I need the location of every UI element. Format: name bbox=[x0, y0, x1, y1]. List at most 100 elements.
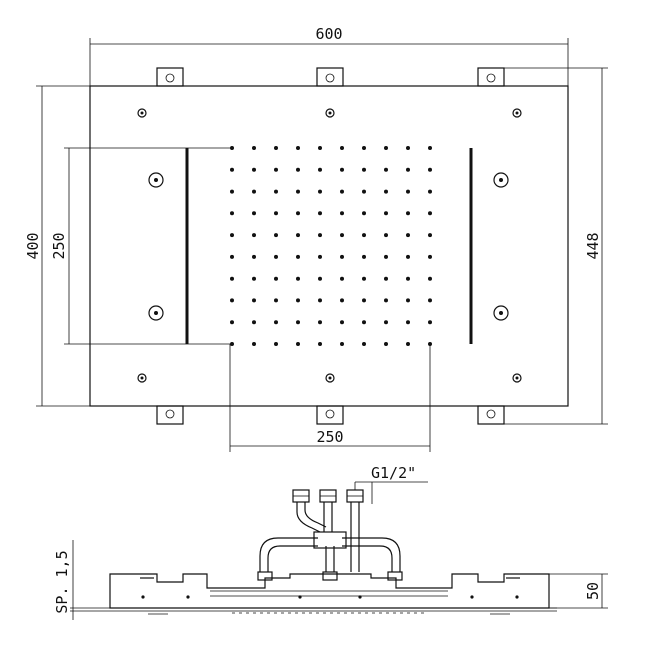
nozzle-dot bbox=[274, 298, 278, 303]
nozzle-dot bbox=[428, 298, 432, 303]
nozzle-dot bbox=[296, 320, 300, 325]
nozzle-dot bbox=[340, 211, 344, 216]
dim-width-label: 600 bbox=[315, 25, 342, 43]
nozzle-dot bbox=[274, 233, 278, 238]
nozzle-dot bbox=[274, 146, 278, 150]
nozzle-dot bbox=[362, 320, 366, 325]
light-fittings bbox=[148, 172, 509, 321]
nozzle-dot bbox=[340, 320, 344, 325]
nozzle-dot bbox=[252, 254, 256, 259]
dim-height-overall-label: 448 bbox=[584, 232, 602, 259]
nozzle-dot bbox=[340, 276, 344, 281]
nozzle-dot bbox=[406, 233, 410, 238]
nozzle-dot bbox=[406, 167, 410, 172]
dim-thickness: SP. 1,5 bbox=[53, 540, 102, 620]
nozzle-dot bbox=[384, 342, 388, 346]
nozzle-dot bbox=[318, 189, 322, 194]
plate-outline bbox=[89, 85, 569, 407]
nozzle-dot bbox=[318, 233, 322, 238]
nozzle-dot bbox=[384, 146, 388, 150]
nozzle-dot bbox=[230, 298, 234, 303]
nozzle-dot bbox=[406, 342, 410, 346]
nozzle-dot bbox=[274, 320, 278, 325]
nozzle-dot bbox=[428, 167, 432, 172]
side-plate-body bbox=[109, 573, 550, 609]
nozzle-dot bbox=[252, 320, 256, 325]
dim-height-label: 400 bbox=[24, 232, 42, 259]
nozzle-dot bbox=[252, 233, 256, 238]
nozzle-dot bbox=[252, 298, 256, 303]
nozzle-dot bbox=[296, 298, 300, 303]
nozzle-dot bbox=[362, 342, 366, 346]
nozzle-dot bbox=[274, 211, 278, 216]
mounting-brackets-top bbox=[156, 67, 505, 87]
dim-nozzle-height-label: 250 bbox=[50, 232, 68, 259]
nozzle-dot bbox=[230, 320, 234, 325]
nozzle-dot bbox=[340, 189, 344, 194]
nozzle-dot bbox=[318, 254, 322, 259]
nozzle-dot bbox=[318, 276, 322, 281]
nozzle-dot bbox=[252, 211, 256, 216]
nozzle-dot bbox=[428, 211, 432, 216]
nozzle-dot bbox=[274, 189, 278, 194]
nozzle-dot bbox=[428, 233, 432, 238]
nozzle-dot bbox=[384, 211, 388, 216]
nozzle-dot bbox=[340, 342, 344, 346]
side-nozzles bbox=[148, 612, 510, 615]
nozzle-dot bbox=[406, 189, 410, 194]
nozzle-dot bbox=[296, 276, 300, 281]
nozzle-dot bbox=[406, 320, 410, 325]
nozzle-dot bbox=[406, 211, 410, 216]
nozzle-dot bbox=[362, 146, 366, 150]
nozzle-dot bbox=[318, 167, 322, 172]
nozzle-dot bbox=[384, 320, 388, 325]
nozzle-grid bbox=[230, 146, 432, 346]
nozzle-dot bbox=[230, 211, 234, 216]
nozzle-dot bbox=[296, 211, 300, 216]
nozzle-dot bbox=[362, 189, 366, 194]
nozzle-dot bbox=[406, 298, 410, 303]
nozzle-dot bbox=[230, 276, 234, 281]
dim-depth: 50 bbox=[549, 573, 608, 609]
nozzle-dot bbox=[252, 276, 256, 281]
nozzle-dot bbox=[406, 276, 410, 281]
nozzle-dot bbox=[230, 189, 234, 194]
nozzle-dot bbox=[428, 276, 432, 281]
mounting-brackets-bottom bbox=[156, 405, 505, 425]
nozzle-dot bbox=[252, 342, 256, 346]
nozzle-dot bbox=[296, 233, 300, 238]
screw-holes bbox=[137, 108, 522, 383]
nozzle-dot bbox=[296, 189, 300, 194]
dim-nozzle-width-label: 250 bbox=[316, 428, 343, 446]
thread-label: G1/2" bbox=[371, 464, 416, 482]
nozzle-dot bbox=[230, 254, 234, 259]
dim-height: 400 bbox=[24, 85, 90, 407]
dim-width: 600 bbox=[89, 25, 569, 86]
nozzle-dot bbox=[252, 189, 256, 194]
nozzle-dot bbox=[384, 276, 388, 281]
nozzle-dot bbox=[296, 167, 300, 172]
nozzle-dot bbox=[384, 254, 388, 259]
nozzle-dot bbox=[340, 167, 344, 172]
nozzle-dot bbox=[384, 233, 388, 238]
nozzle-dot bbox=[318, 146, 322, 150]
nozzle-dot bbox=[340, 233, 344, 238]
nozzle-dot bbox=[428, 320, 432, 325]
nozzle-dot bbox=[362, 233, 366, 238]
dim-nozzle-width: 250 bbox=[229, 344, 431, 452]
nozzle-dot bbox=[318, 342, 322, 346]
nozzle-dot bbox=[362, 254, 366, 259]
thread-callout: G1/2" bbox=[354, 464, 428, 504]
dim-thickness-label: SP. 1,5 bbox=[53, 550, 71, 613]
nozzle-dot bbox=[318, 211, 322, 216]
nozzle-dot bbox=[428, 254, 432, 259]
nozzle-dot bbox=[252, 146, 256, 150]
nozzle-dot bbox=[274, 276, 278, 281]
nozzle-dot bbox=[362, 167, 366, 172]
dim-nozzle-height: 250 bbox=[50, 147, 230, 345]
nozzle-dot bbox=[296, 342, 300, 346]
nozzle-dot bbox=[230, 146, 234, 150]
top-view: 600 400 250 448 250 bbox=[24, 25, 608, 452]
nozzle-dot bbox=[230, 167, 234, 172]
nozzle-dot bbox=[230, 233, 234, 238]
